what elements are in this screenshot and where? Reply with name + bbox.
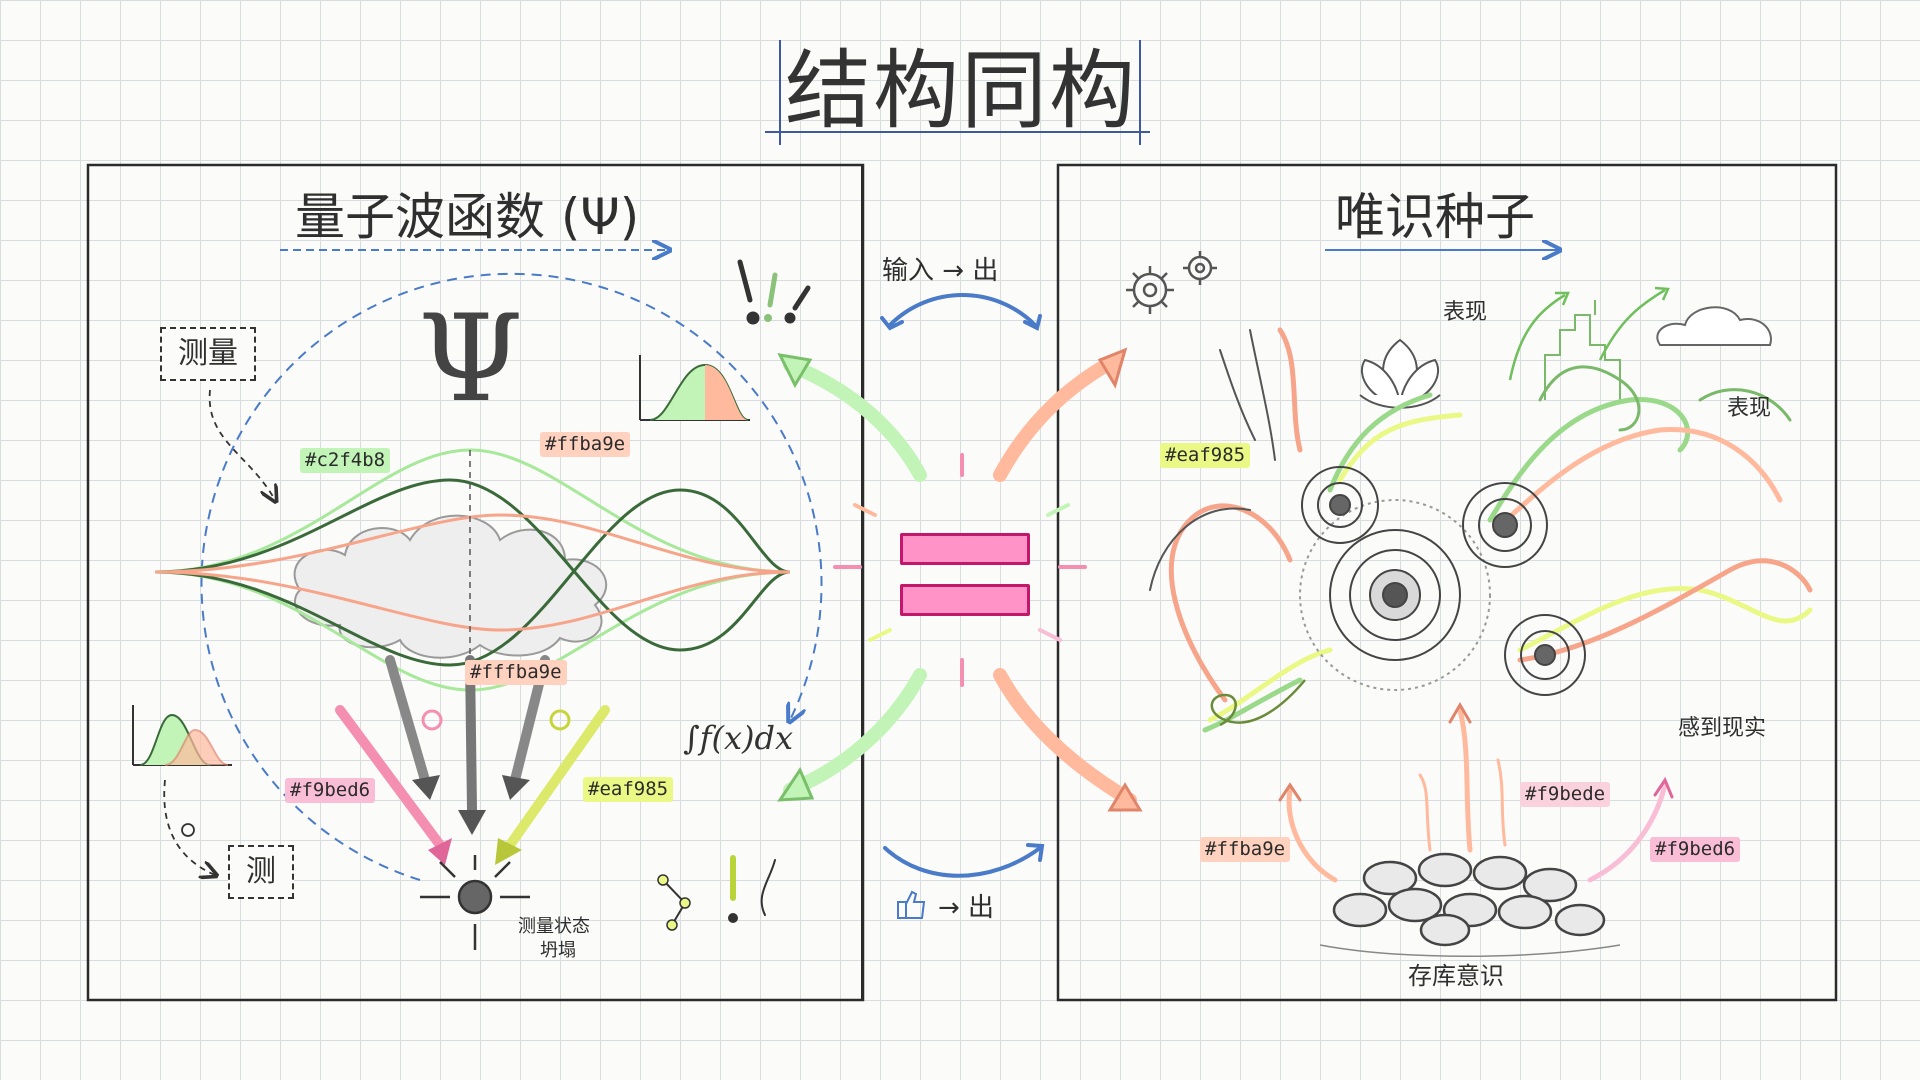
thumb-icon: [897, 890, 926, 919]
measure-connector: [208, 389, 275, 500]
seed-vortices: [1299, 466, 1586, 696]
exclamation-icon-bottom: [657, 855, 776, 931]
wave-function-curves: [154, 448, 791, 692]
collapse-label-2: 坍塌: [540, 940, 576, 961]
radiating-arrows: [783, 353, 1137, 807]
collapse-arrowheads: [412, 775, 530, 865]
label-store-consciousness: 存库意识: [1408, 962, 1504, 990]
center-bottom-label: → 出: [938, 893, 995, 923]
spiral-tail: [1210, 679, 1306, 727]
exclamation-icon: [737, 259, 811, 325]
city-sketch: [1544, 300, 1621, 400]
hex-tag-right-pink-2: #f9bed6: [1650, 837, 1741, 862]
distribution-plot-top: [639, 355, 750, 421]
equals-bar-top: [900, 533, 1030, 565]
center-top-label: 输入 → 出: [882, 256, 999, 286]
manifestation-streams: [1149, 327, 1813, 733]
hex-tag-right-yellow: #eaf985: [1160, 443, 1251, 468]
gear-icon: [1126, 251, 1217, 314]
measure-small-connector: [163, 779, 215, 875]
hex-tag-pink: #f9bed6: [285, 778, 376, 803]
hex-tag-green: #c2f4b8: [300, 448, 391, 473]
rising-arrows: [1278, 702, 1674, 883]
distribution-plot-bottom: [132, 705, 232, 766]
right-panel-title: 唯识种子: [1335, 188, 1535, 246]
cloud-icon: [1656, 306, 1772, 346]
pink-dot: [421, 709, 443, 731]
radiating-arrowheads: [777, 347, 1143, 812]
label-feel-real: 感到现实: [1678, 716, 1767, 741]
title-frame: [765, 40, 1150, 145]
equals-sparks: [833, 453, 1087, 687]
measure-box: 测量: [160, 327, 256, 381]
label-expression-right: 表现: [1727, 396, 1772, 421]
seed-pile: [1319, 852, 1621, 957]
integral-formula: ∫f(x)dx: [683, 719, 794, 757]
left-panel-title: 量子波函数 (Ψ): [295, 188, 640, 246]
psi-symbol: Ψ: [418, 290, 524, 429]
measure-small-box: 测: [228, 845, 294, 899]
hex-tag-yellow: #eaf985: [583, 777, 674, 802]
equals-bar-bottom: [900, 584, 1030, 616]
hex-tag-right-pink: #f9bede: [1520, 782, 1611, 807]
label-expression-top: 表现: [1443, 300, 1488, 325]
hex-tag-orange: #ffba9e: [540, 432, 631, 457]
hex-tag-right-orange: #ffba9e: [1200, 837, 1291, 862]
connector-node: [181, 823, 195, 837]
collapse-label-1: 测量状态: [518, 916, 590, 937]
growth-arrows: [1508, 286, 1670, 381]
yellow-dot: [549, 709, 571, 731]
measurement-cycle-arrow: [200, 272, 823, 881]
collapse-point: [420, 855, 530, 950]
page-title: 结构同构: [785, 41, 1137, 141]
center-swap-arrows: [880, 293, 1045, 878]
hex-tag-orange-2: #fffba9e: [465, 660, 567, 685]
